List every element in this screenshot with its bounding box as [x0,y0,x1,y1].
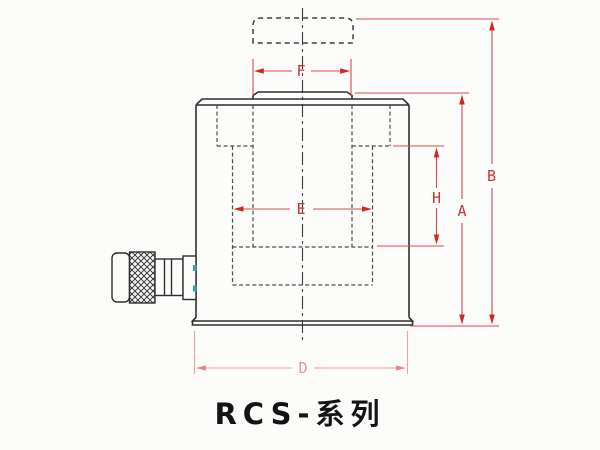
coupler-end-cap [111,252,131,303]
extended-piston-outline [252,17,354,44]
dimension-B: B [356,18,499,327]
dim-d-arrow-left [196,365,206,371]
dimension-F: F [252,59,352,96]
series-title: RCS-系列 [214,397,386,431]
dimension-D: D [193,331,409,377]
dim-b-arrow-up [489,20,495,31]
dim-h-arrow-up [433,147,440,158]
base-chamfer-edge [190,316,415,322]
dim-a-arrow-down [459,314,465,325]
dim-d-arrow-right [396,365,406,371]
hidden-bore-lines [216,105,391,286]
dim-label-h: H [432,189,441,207]
dim-label-d: D [298,359,307,377]
collar-top-face [195,98,410,106]
port-seal-marks [193,265,197,292]
dim-e-arrow-left [233,206,244,212]
cylinder-body [190,91,415,326]
coupler-knurled-grip [128,251,156,304]
dim-label-f: F [296,62,305,80]
piston-saddle [252,91,353,99]
dim-f-arrow-right [340,68,351,74]
dim-a-arrow-up [459,94,465,105]
base-bottom-face [191,321,414,326]
dimension-A: A [355,92,469,325]
dim-label-a: A [457,202,466,220]
dim-f-arrow-left [253,68,264,74]
dim-label-b: B [487,167,496,185]
dim-h-arrow-down [433,234,440,245]
dim-e-arrow-right [362,206,372,212]
dim-label-e: E [296,200,305,218]
port-seal-mark-bottom [193,285,197,292]
dimension-H: H [377,145,444,247]
coupler-neck [154,258,184,297]
dim-b-arrow-down [489,314,495,325]
dimension-E: E [233,200,372,218]
port-seal-mark-top [193,265,197,271]
hydraulic-coupler [111,251,197,304]
coupler-flange [182,255,197,301]
